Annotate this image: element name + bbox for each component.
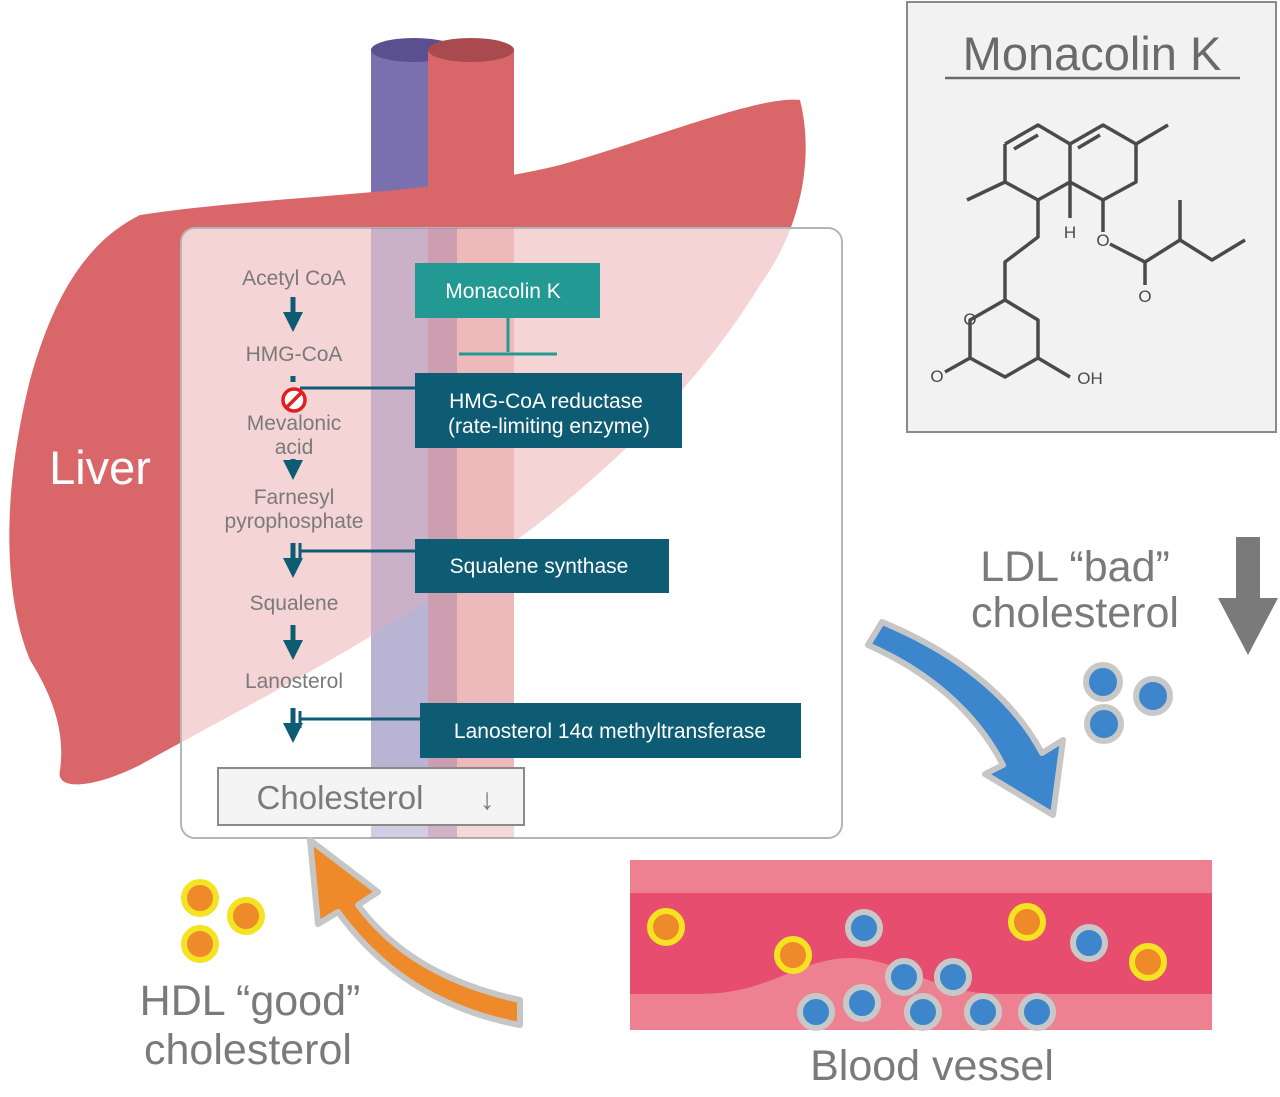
step-mevalonic: Mevalonic	[247, 412, 342, 435]
step-acetyl-coa: Acetyl CoA	[242, 267, 346, 290]
ldl-label-line1: LDL “bad”	[980, 543, 1170, 591]
hdl-label-line1: HDL “good”	[140, 977, 361, 1025]
lanosterol-mt-label: Lanosterol 14α methyltransferase	[454, 720, 766, 743]
cholesterol-box: Cholesterol ↓	[217, 767, 525, 826]
inhibition-connectors	[298, 318, 557, 728]
vessel-hdl-particles	[647, 903, 1167, 981]
step-squalene: Squalene	[250, 592, 339, 615]
atom-o-lactone: O	[930, 367, 943, 386]
structure-title: Monacolin K	[963, 27, 1222, 80]
atom-oh: OH	[1077, 369, 1103, 388]
down-arrow-icon: ↓	[480, 783, 495, 816]
rate-limiting-label: (rate-limiting enzyme)	[448, 415, 650, 438]
atom-o-ester: O	[1096, 231, 1109, 250]
ldl-label-line2: cholesterol	[971, 589, 1179, 637]
blocked-step-icon	[281, 387, 307, 413]
vessel-ldl-particles	[797, 909, 1108, 1031]
inhibitor-label: Monacolin K	[445, 280, 561, 303]
step-pyrophosphate: pyrophosphate	[225, 510, 364, 533]
liver-label: Liver	[49, 441, 151, 494]
hdl-particles	[181, 879, 265, 963]
atom-o-carbonyl: O	[1138, 287, 1151, 306]
hmg-coa-reductase-box: HMG-CoA reductase (rate-limiting enzyme)	[415, 373, 682, 448]
atom-h: H	[1064, 223, 1076, 242]
blood-vessel-label: Blood vessel	[810, 1042, 1054, 1090]
ldl-down-arrow-icon	[1218, 537, 1278, 655]
hdl-flow-arrow	[307, 837, 523, 1028]
cholesterol-label: Cholesterol	[257, 779, 424, 816]
squalene-synthase-box: Squalene synthase	[415, 539, 669, 593]
squalene-synthase-label: Squalene synthase	[450, 555, 629, 578]
hdl-label-line2: cholesterol	[144, 1026, 352, 1074]
structure-panel: Monacolin K H O O O O OH	[906, 1, 1277, 433]
step-mevalonic-acid: acid	[275, 436, 314, 459]
ldl-flow-arrow	[865, 619, 1066, 818]
inhibitor-box: Monacolin K	[415, 263, 600, 318]
ldl-particles	[1083, 662, 1173, 744]
step-lanosterol: Lanosterol	[245, 670, 343, 693]
step-farnesyl: Farnesyl	[254, 486, 335, 509]
atom-o-ring: O	[963, 310, 976, 329]
hmg-reductase-label: HMG-CoA reductase	[449, 390, 643, 413]
lanosterol-methyltransferase-box: Lanosterol 14α methyltransferase	[420, 703, 801, 758]
monacolin-k-structure	[944, 123, 1246, 379]
step-hmg-coa: HMG-CoA	[246, 343, 343, 366]
